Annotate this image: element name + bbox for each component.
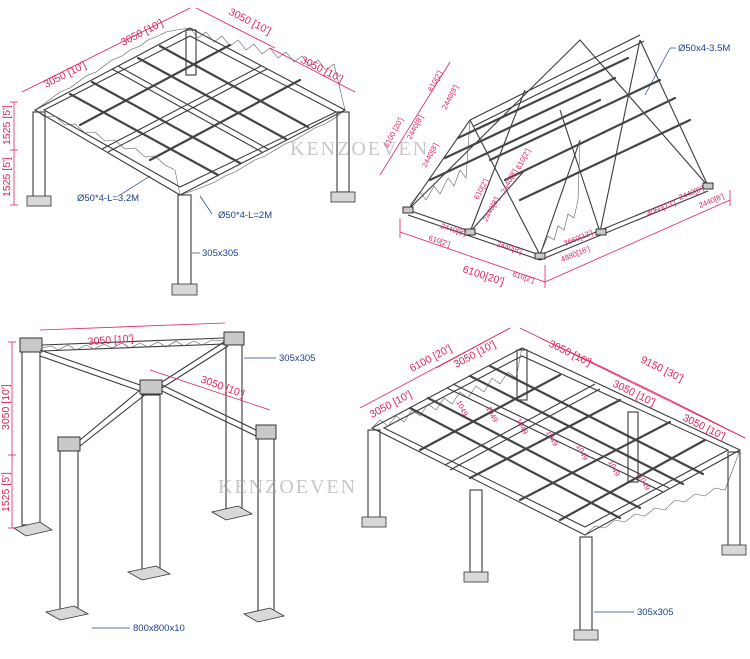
dim-label: 2440[8']: [495, 239, 523, 256]
roof-frame: [33, 27, 347, 196]
purlin-tubes: [408, 364, 707, 522]
a-frame-structure: [402, 34, 714, 261]
callouts: Ø50*4-L=3.2M Ø50*4-L=2M 305x305: [77, 175, 272, 259]
dim-label: 3050 [10']: [87, 333, 134, 348]
truss-size-label: 305x305: [279, 353, 315, 364]
legs: [26, 29, 356, 296]
dim-label: 1525 [5']: [0, 472, 12, 512]
dimension-lines: [8, 322, 271, 529]
dim-label: 4880[16']: [559, 244, 591, 264]
legs: [361, 349, 747, 641]
dim-label: 3050 [10']: [119, 17, 165, 49]
callouts: 305x305 800x800x10: [92, 353, 315, 634]
dim-label: 2440[8']: [440, 83, 460, 111]
dim-label: 3050 [10']: [0, 384, 12, 430]
dim-label: 2440[8']: [405, 113, 425, 141]
dim-label: 4060[13']: [645, 198, 677, 218]
legs: [19, 331, 277, 613]
tube-spec-label: Ø50*4-L=2M: [218, 210, 272, 221]
top-beams: [39, 337, 257, 447]
dim-label: 610[2']: [427, 233, 451, 248]
tube-spec-label: Ø50*4-L=3.2M: [77, 193, 139, 204]
dim-label: 1525 [5']: [1, 105, 13, 145]
dim-label: 2440[8']: [481, 195, 501, 223]
dim-label: 610[2']: [472, 177, 490, 201]
dim-label: 1525 [5']: [1, 157, 13, 197]
dim-label: 3050 [10']: [547, 338, 593, 369]
dim-label: 3050 [10']: [681, 412, 727, 443]
purlin-spacing-label: 1049: [574, 443, 590, 462]
dimension-lines: [10, 7, 356, 206]
watermark: KENZOEVEN: [218, 476, 357, 498]
dim-label: 610[2']: [426, 69, 444, 93]
roof-frame: [370, 347, 742, 536]
dim-label: 3050 [10']: [299, 54, 345, 86]
base-plates: [13, 505, 286, 623]
tube-spec-label: Ø50x4-3.5M: [678, 43, 730, 54]
purlin-spacing-label: 1049: [606, 459, 622, 478]
a-frame-truss-top-right: 6100 [20'] 610[2'] 2440[8'] 2440[8'] 244…: [379, 34, 731, 288]
purlin-tubes: [68, 43, 310, 177]
dim-label: 3050 [10']: [199, 374, 246, 401]
dim-label: 6100[20']: [461, 263, 506, 288]
dim-label: 3050 [10']: [227, 6, 273, 38]
dim-label: 2440[8']: [697, 192, 725, 210]
truss-size-label: 305x305: [202, 248, 238, 259]
roof-truss-bottom-right: 6100 [20'] 3050 [10'] 3050 [10'] 3050 [1…: [359, 327, 747, 641]
watermark: KENZOEVEN: [290, 138, 429, 160]
truss-size-label: 305x305: [637, 607, 673, 618]
callouts: Ø50x4-3.5M: [644, 43, 730, 96]
dim-label: 3660[12']: [562, 228, 594, 248]
dim-label: 9150 [30']: [639, 354, 685, 385]
base-plate-size-label: 800x800x10: [133, 623, 185, 634]
dimension-lines: [359, 327, 746, 439]
dim-label: 610[2']: [511, 269, 535, 284]
goal-post-truss-bottom-left: 3050 [10'] 3050 [10'] 3050 [10'] 1525 [5…: [0, 322, 315, 634]
purlin-spacing-label: 1049: [454, 399, 470, 418]
dim-label: 2440[8']: [439, 221, 467, 238]
dimension-lines: [379, 61, 731, 288]
callouts: 305x305: [594, 607, 673, 618]
purlin-spacing-label: 1049: [636, 473, 652, 492]
